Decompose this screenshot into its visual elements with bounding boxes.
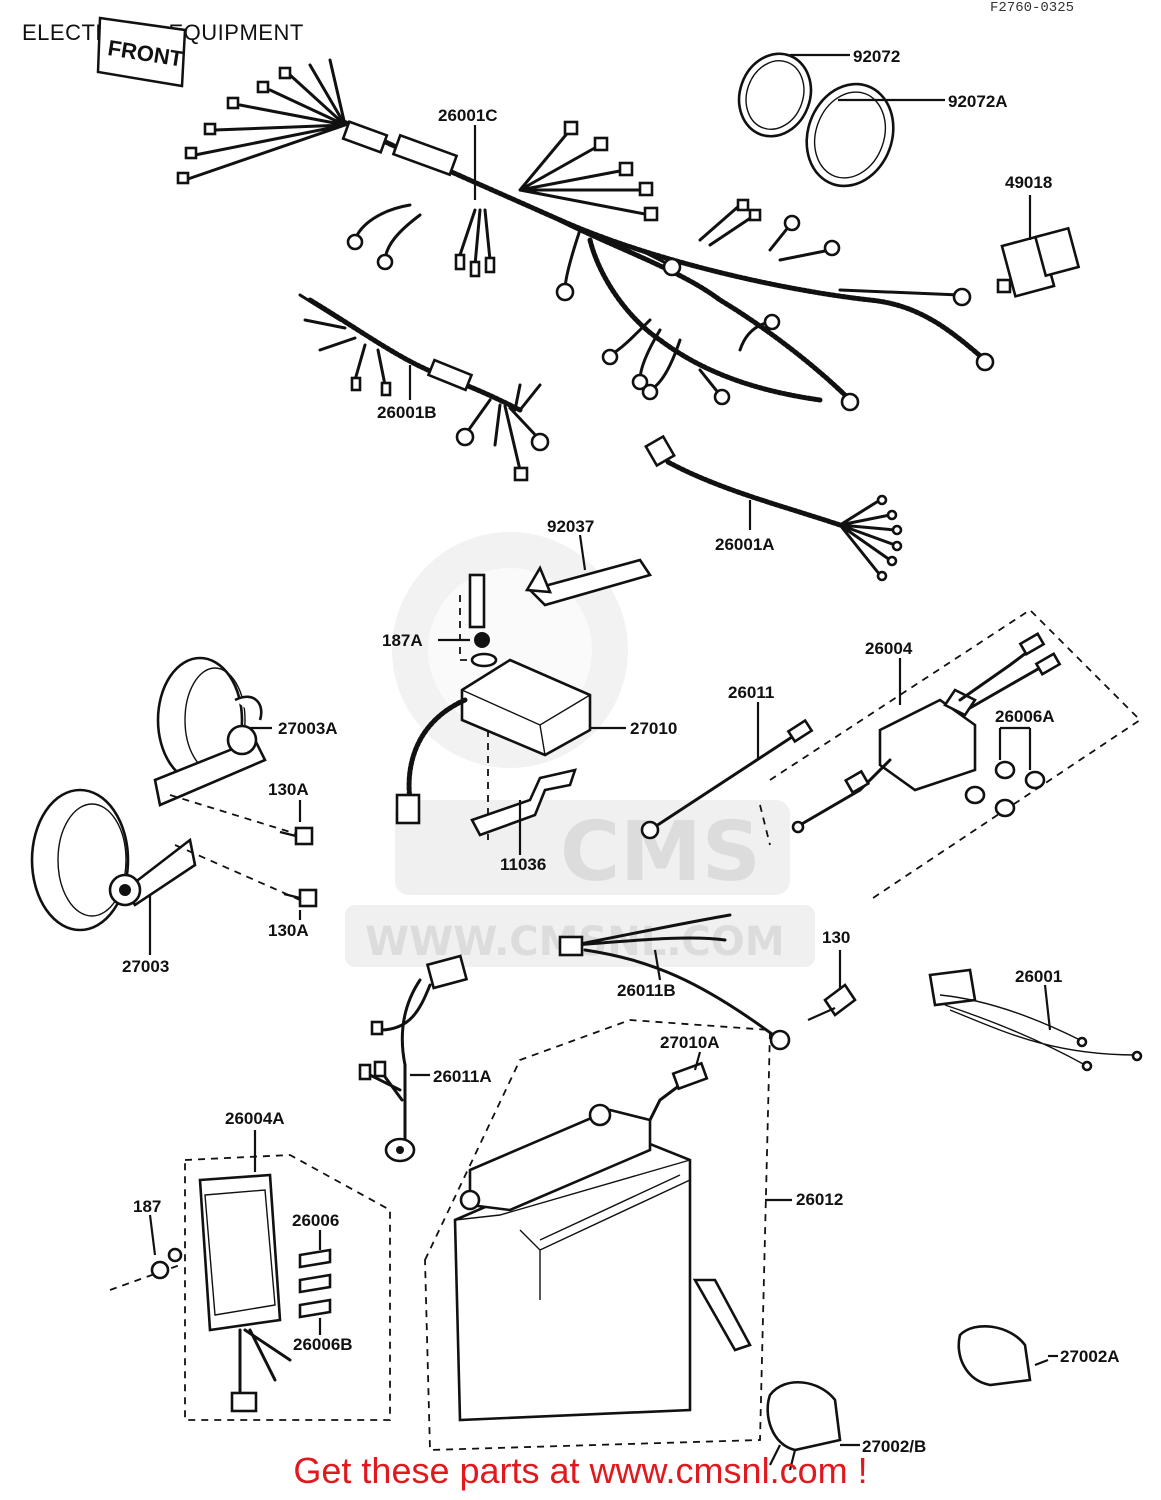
label-26004a: 26004A bbox=[225, 1109, 285, 1128]
horns-drawing bbox=[30, 656, 318, 932]
label-26011: 26011 bbox=[728, 683, 774, 702]
label-92072: 92072 bbox=[853, 47, 900, 66]
label-27002a: 27002A bbox=[1060, 1347, 1120, 1366]
label-26011a: 26011A bbox=[433, 1067, 492, 1086]
drawing-code: F2760-0325 bbox=[990, 0, 1075, 16]
ignitor-group-drawing bbox=[395, 558, 653, 840]
relay-49018-drawing bbox=[996, 226, 1081, 298]
label-130a-bottom: 130A bbox=[268, 921, 309, 940]
label-26001b: 26001B bbox=[377, 403, 437, 422]
leader-lines bbox=[148, 53, 1058, 1447]
label-26006b: 26006B bbox=[293, 1335, 353, 1354]
label-11036: 11036 bbox=[500, 855, 546, 874]
label-26006a: 26006A bbox=[995, 707, 1055, 726]
label-26011b: 26011B bbox=[617, 981, 676, 1000]
label-26012: 26012 bbox=[796, 1190, 843, 1209]
label-26001: 26001 bbox=[1015, 967, 1062, 986]
switch-26001-drawing bbox=[928, 968, 1143, 1072]
label-27010a: 27010A bbox=[660, 1033, 720, 1052]
lead-26011a-drawing bbox=[358, 954, 469, 1163]
label-27003a: 27003A bbox=[278, 719, 338, 738]
sub-harness-drawing bbox=[298, 293, 550, 482]
battery-26012-drawing bbox=[424, 1019, 771, 1451]
label-130a-top: 130A bbox=[268, 780, 309, 799]
harness-26001a-drawing bbox=[644, 434, 903, 582]
band-straps-drawing bbox=[737, 52, 895, 188]
watermark-brand: CMS bbox=[560, 805, 761, 900]
main-harness-drawing bbox=[176, 58, 995, 412]
bulb-sockets-drawing bbox=[766, 1324, 1049, 1471]
coil-26004-drawing bbox=[759, 608, 1142, 901]
front-tag: FRONT bbox=[96, 16, 187, 88]
lead-26011b-drawing bbox=[558, 913, 857, 1051]
label-187: 187 bbox=[133, 1197, 161, 1216]
part-labels: 92072 92072A 49018 26001C 26001B 26001A … bbox=[122, 47, 1120, 1456]
lead-26011-drawing bbox=[640, 718, 814, 840]
label-130: 130 bbox=[822, 928, 850, 947]
label-187a: 187A bbox=[382, 631, 423, 650]
label-27010: 27010 bbox=[630, 719, 677, 738]
label-27002b: 27002/B bbox=[862, 1437, 926, 1456]
regulator-26004a-drawing bbox=[109, 1154, 391, 1421]
cta-link[interactable]: Get these parts at www.cmsnl.com ! bbox=[293, 1450, 868, 1491]
label-26006: 26006 bbox=[292, 1211, 339, 1230]
label-27003: 27003 bbox=[122, 957, 169, 976]
label-26001c: 26001C bbox=[438, 106, 498, 125]
label-26001a: 26001A bbox=[715, 535, 775, 554]
label-92037: 92037 bbox=[547, 517, 594, 536]
label-49018: 49018 bbox=[1005, 173, 1052, 192]
label-26004: 26004 bbox=[865, 639, 913, 658]
label-92072a: 92072A bbox=[948, 92, 1008, 111]
